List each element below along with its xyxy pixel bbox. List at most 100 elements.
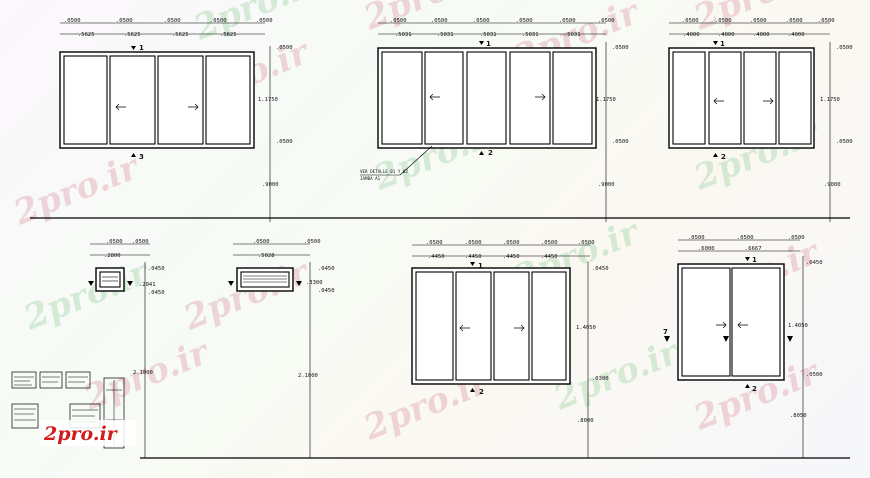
window-panel <box>455 271 492 381</box>
window-panel <box>731 267 781 377</box>
window-elevation-5: .0500 .0500 .5028 .0450 .3300 .0450 2.10… <box>228 239 335 458</box>
callout-note: VER DETALLE 01 Y 02 <box>360 169 408 174</box>
dim-text: .0500 <box>304 239 321 245</box>
logo-backdrop <box>40 420 136 446</box>
dim-text: .0500 <box>715 18 732 24</box>
site-logo: 2pro.ir <box>43 423 119 445</box>
window-frame <box>377 47 597 149</box>
dim-text: .0500 <box>276 45 293 51</box>
window-elevation-1: .0500 .0500 .0500 .0500 .0500 .5625 .562… <box>59 18 293 222</box>
window-panel <box>415 271 454 381</box>
dim-text: .0450 <box>148 266 165 272</box>
window-panel <box>466 51 507 145</box>
dim-text: .2041 <box>139 282 156 288</box>
slide-right-arrow-icon <box>514 324 525 332</box>
dim-text: .2800 <box>104 253 121 259</box>
window-panel <box>424 51 464 145</box>
window-frame <box>59 51 255 149</box>
dim-text: .4000 <box>683 32 700 38</box>
section-mark-label: 2 <box>488 149 493 157</box>
dim-text: .4450 <box>503 254 520 260</box>
window-panel <box>157 55 204 145</box>
dim-text: .0500 <box>836 139 853 145</box>
dim-text: .0500 <box>132 239 149 245</box>
window-panel <box>205 55 251 145</box>
dim-text: .0450 <box>592 266 609 272</box>
dim-text: .8050 <box>790 413 807 419</box>
dim-text: .4450 <box>465 254 482 260</box>
detail-thumbnail <box>103 377 125 449</box>
window-frame <box>95 267 125 292</box>
window-panel <box>681 267 731 377</box>
dim-text: .5031 <box>437 32 454 38</box>
dim-text: .0500 <box>688 235 705 241</box>
section-mark-icon <box>713 41 718 45</box>
window-panel <box>708 51 742 145</box>
leader-line <box>399 145 433 176</box>
window-panel <box>240 271 290 288</box>
window-elevation-7: 7 .0500 .0500 .0500 .6000 .6667 .0450 1.… <box>663 235 823 458</box>
section-mark-label: 2 <box>479 388 484 396</box>
dim-text: 2.1000 <box>133 370 153 376</box>
dim-text: .5031 <box>480 32 497 38</box>
slide-right-arrow-icon <box>716 321 727 329</box>
dim-text: .0450 <box>148 290 165 296</box>
dim-text: .0500 <box>276 139 293 145</box>
dim-text: .0500 <box>786 18 803 24</box>
window-frame <box>236 267 294 292</box>
dim-text: .0500 <box>541 240 558 246</box>
dim-text: .0300 <box>592 376 609 382</box>
dim-text: .0500 <box>431 18 448 24</box>
dim-text: .0500 <box>210 18 227 24</box>
detail-thumbnail <box>65 371 91 389</box>
section-mark-icon <box>664 336 670 342</box>
watermark-text: 2pro.ir <box>177 252 315 339</box>
dim-text: .0500 <box>612 139 629 145</box>
dim-text: .0500 <box>465 240 482 246</box>
dim-text: .0500 <box>426 240 443 246</box>
watermark-text: 2pro.ir <box>187 0 325 49</box>
window-panel <box>109 55 156 145</box>
dim-text: .0500 <box>598 18 615 24</box>
window-panel <box>63 55 108 145</box>
dim-text: .0500 <box>818 18 835 24</box>
slide-right-arrow-icon <box>763 97 774 105</box>
detail-thumbnail <box>11 371 37 389</box>
dim-text: 1.1750 <box>596 97 616 103</box>
dim-text: .6000 <box>698 246 715 252</box>
section-mark-label: 3 <box>139 153 144 161</box>
slide-right-arrow-icon <box>535 93 546 101</box>
dim-text: .3300 <box>306 280 323 286</box>
window-frame <box>677 263 785 381</box>
window-panel <box>778 51 812 145</box>
window-panel <box>509 51 551 145</box>
dim-text: .5031 <box>564 32 581 38</box>
section-mark-label: 2 <box>752 385 757 393</box>
dim-text: 1.4050 <box>788 323 808 329</box>
dim-text: .9000 <box>824 182 841 188</box>
section-mark-icon <box>745 384 750 388</box>
window-panel <box>381 51 423 145</box>
section-mark-label: 2 <box>721 153 726 161</box>
section-mark-label: 7 <box>663 328 668 336</box>
dim-text: .0500 <box>164 18 181 24</box>
slide-left-arrow-icon <box>429 93 440 101</box>
window-panel <box>99 271 121 288</box>
window-panel <box>743 51 777 145</box>
section-mark-icon <box>745 257 750 261</box>
watermark-text: 2pro.ir <box>17 252 155 339</box>
dim-text: .9000 <box>598 182 615 188</box>
dim-text: .5031 <box>395 32 412 38</box>
dim-text: .0500 <box>750 18 767 24</box>
section-mark-icon <box>131 46 136 50</box>
dim-text: .0500 <box>106 239 123 245</box>
window-elevation-3: .0500 .0500 .0500 .0500 .0500 .4000 .400… <box>668 18 853 222</box>
section-mark-icon <box>131 153 136 157</box>
dim-text: 1.1750 <box>258 97 278 103</box>
dim-text: .0500 <box>64 18 81 24</box>
watermark-text: 2pro.ir <box>7 147 145 234</box>
section-mark-icon <box>127 281 133 286</box>
callout-note: JAMBA A1 <box>360 176 381 181</box>
